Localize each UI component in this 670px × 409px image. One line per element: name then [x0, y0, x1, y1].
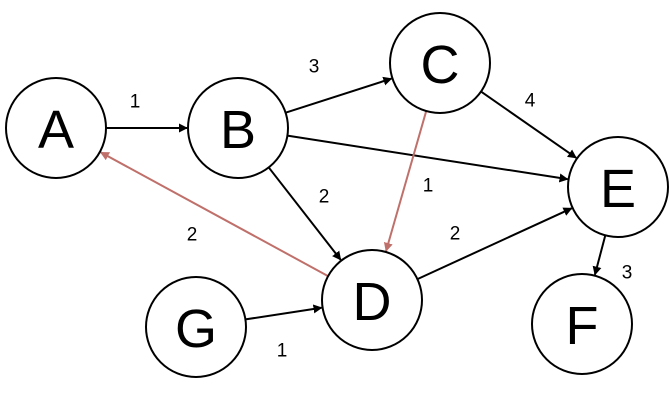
node-label: E	[600, 159, 636, 219]
node-label: C	[421, 35, 460, 95]
edge-g-to-d	[245, 304, 323, 321]
node-f: F	[531, 273, 633, 375]
edge-c-to-d	[383, 110, 428, 252]
node-circle	[321, 249, 423, 351]
edge-d-to-e	[417, 207, 573, 281]
edge-weights-layer: 1 3 4 2 1 2 2 1 3	[130, 57, 633, 362]
edge-weight-b-c: 3	[309, 57, 320, 78]
node-circle	[531, 273, 633, 375]
node-g: G	[145, 276, 247, 378]
node-d: D	[321, 249, 423, 351]
edge-b-to-c	[285, 76, 393, 114]
node-label: F	[566, 296, 599, 356]
node-label: A	[38, 100, 74, 160]
edge-weight-a-b: 1	[130, 92, 141, 113]
edge-e-to-f	[592, 235, 607, 276]
edge-weight-g-d: 1	[277, 341, 288, 362]
edge-c-to-e	[480, 90, 577, 159]
nodes-layer: A B C D E F G	[5, 12, 669, 378]
edge-weight-e-f: 3	[622, 263, 633, 284]
edge-weight-d-e: 2	[450, 224, 461, 245]
node-label: B	[220, 100, 256, 160]
edge-d-to-a	[100, 151, 329, 277]
node-c: C	[389, 12, 491, 114]
edges-layer	[100, 76, 607, 321]
node-label: D	[353, 272, 392, 332]
edge-b-to-d	[267, 166, 342, 261]
node-a: A	[5, 77, 107, 179]
edge-weight-d-a: 2	[187, 225, 198, 246]
node-circle	[187, 77, 289, 179]
node-circle	[5, 77, 107, 179]
edge-b-to-e	[287, 134, 569, 183]
node-b: B	[187, 77, 289, 179]
node-circle	[567, 136, 669, 238]
edge-weight-c-d: 1	[423, 176, 434, 197]
edge-weight-b-d: 2	[319, 187, 330, 208]
node-circle	[389, 12, 491, 114]
node-label: G	[175, 299, 217, 359]
edge-weight-c-e: 4	[525, 91, 536, 112]
node-e: E	[567, 136, 669, 238]
node-circle	[145, 276, 247, 378]
